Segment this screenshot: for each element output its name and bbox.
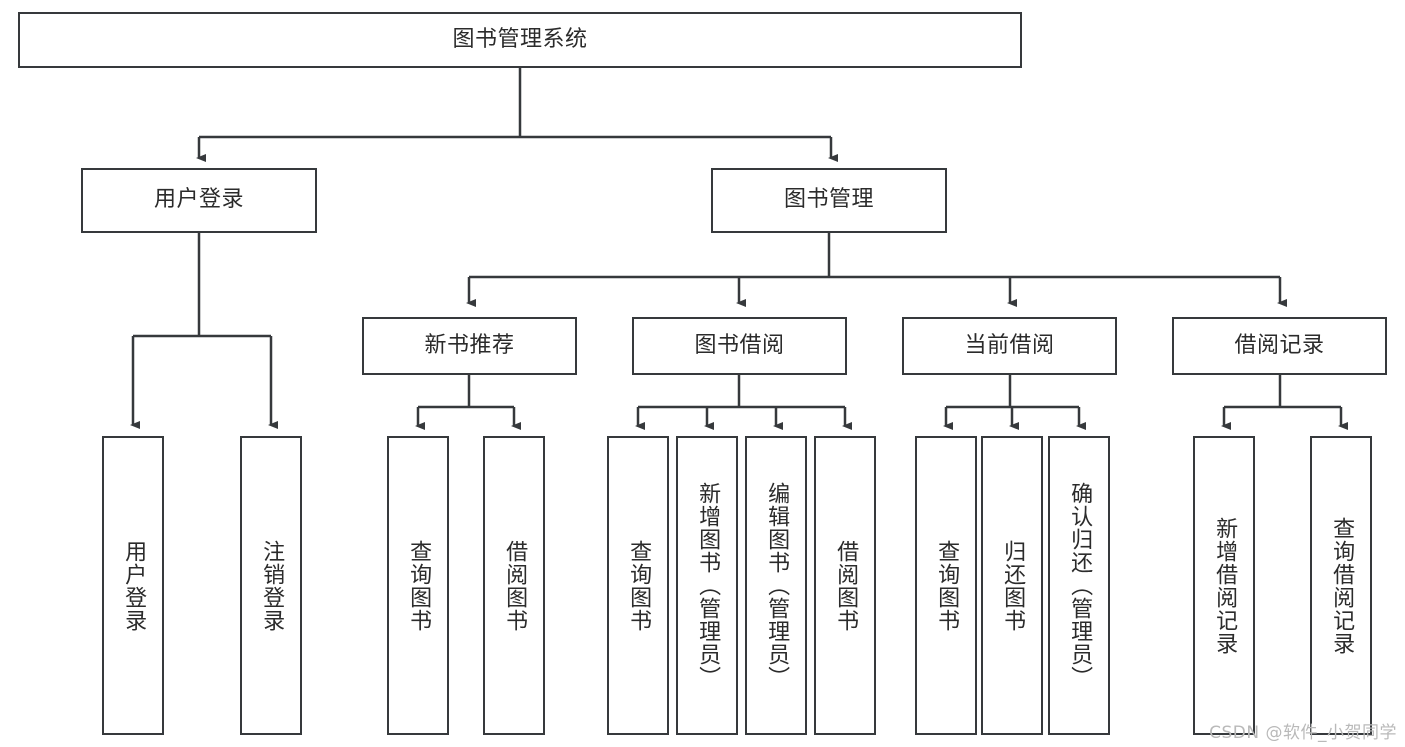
node-label: 用户登录 [153,187,244,213]
node-label: 借阅图书 [502,539,528,632]
csdn-watermark: CSDN @软件_小贺同学 [1209,723,1397,743]
leaf-borrow-query-book[interactable]: 查询图书 [607,436,669,735]
node-label: 图书借阅 [694,332,785,358]
node-label: 查询借阅记录 [1329,516,1355,655]
leaf-borrow-edit-book[interactable]: 编辑图书（管理员） [745,436,807,735]
leaf-record-add-record[interactable]: 新增借阅记录 [1193,436,1255,735]
leaf-borrow-add-book[interactable]: 新增图书（管理员） [676,436,738,735]
leaf-recommend-borrow-book[interactable]: 借阅图书 [483,436,545,735]
node-book-borrow[interactable]: 图书借阅 [632,317,847,375]
node-label: 新增借阅记录 [1212,516,1238,655]
node-label: 注销登录 [259,539,285,632]
node-label: 编辑图书（管理员） [764,482,790,689]
node-label: 新书推荐 [424,332,515,358]
leaf-current-return-book[interactable]: 归还图书 [981,436,1043,735]
node-root-system[interactable]: 图书管理系统 [18,12,1022,68]
node-current-borrow[interactable]: 当前借阅 [902,317,1117,375]
leaf-user-logout[interactable]: 注销登录 [240,436,302,735]
node-label: 借阅图书 [833,539,859,632]
node-user-login[interactable]: 用户登录 [81,168,317,233]
node-label: 图书管理系统 [452,26,588,52]
leaf-borrow-borrow-book[interactable]: 借阅图书 [814,436,876,735]
leaf-current-confirm-return[interactable]: 确认归还（管理员） [1048,436,1110,735]
leaf-recommend-query-book[interactable]: 查询图书 [387,436,449,735]
node-label: 归还图书 [1000,539,1026,632]
node-new-book-recommend[interactable]: 新书推荐 [362,317,577,375]
node-label: 当前借阅 [964,332,1055,358]
node-book-management[interactable]: 图书管理 [711,168,947,233]
leaf-user-login[interactable]: 用户登录 [102,436,164,735]
node-label: 查询图书 [406,539,432,632]
leaf-current-query-book[interactable]: 查询图书 [915,436,977,735]
node-label: 新增图书（管理员） [695,482,721,689]
node-label: 确认归还（管理员） [1067,482,1093,689]
node-label: 借阅记录 [1234,332,1325,358]
node-label: 查询图书 [934,539,960,632]
node-label: 查询图书 [626,539,652,632]
node-label: 图书管理 [783,187,874,213]
node-label: 用户登录 [121,539,147,632]
node-borrow-record[interactable]: 借阅记录 [1172,317,1387,375]
leaf-record-query-record[interactable]: 查询借阅记录 [1310,436,1372,735]
